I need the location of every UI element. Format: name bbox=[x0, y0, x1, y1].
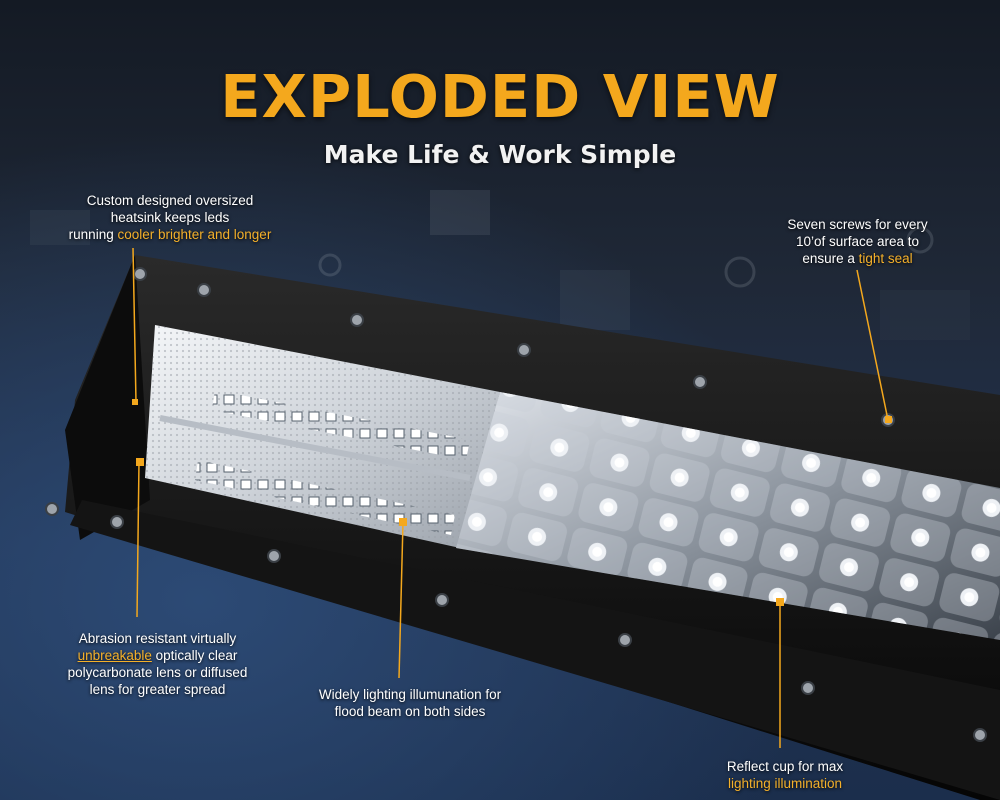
page-subtitle: Make Life & Work Simple bbox=[323, 140, 677, 169]
callout-reflect: Reflect cup for max lighting illuminatio… bbox=[705, 758, 865, 792]
screw-icon bbox=[267, 549, 281, 563]
callout-lens: Abrasion resistant virtually unbreakable… bbox=[67, 631, 248, 697]
screw-icon bbox=[693, 375, 707, 389]
heatsink-highlight: cooler brighter and longer bbox=[117, 227, 272, 242]
screw-icon bbox=[435, 593, 449, 607]
screw-icon bbox=[45, 502, 59, 516]
led-strip-lower bbox=[195, 460, 455, 535]
led-strip-upper bbox=[212, 390, 470, 460]
screw-icon bbox=[133, 267, 147, 281]
screw-icon bbox=[881, 413, 895, 427]
screws-highlight: tight seal bbox=[858, 251, 913, 266]
callout-flood: Widely lighting illumunation for flood b… bbox=[318, 687, 502, 719]
callout-heatsink: Custom designed oversized heatsink keeps… bbox=[68, 193, 272, 242]
screw-icon bbox=[110, 515, 124, 529]
reflect-highlight: lighting illumination bbox=[727, 776, 843, 791]
screw-icon bbox=[801, 681, 815, 695]
screw-icon bbox=[197, 283, 211, 297]
lens-highlight: unbreakable bbox=[77, 648, 152, 663]
housing-side bbox=[65, 255, 150, 540]
callout-screws: Seven screws for every 10’of surface are… bbox=[787, 217, 928, 266]
screw-icon bbox=[973, 728, 987, 742]
page-title: EXPLODED VIEW bbox=[220, 62, 780, 131]
screw-icon bbox=[517, 343, 531, 357]
background-circuit-board bbox=[30, 190, 970, 340]
screw-icon bbox=[350, 313, 364, 327]
screw-icon bbox=[618, 633, 632, 647]
housing-lower-frame bbox=[70, 500, 1000, 800]
